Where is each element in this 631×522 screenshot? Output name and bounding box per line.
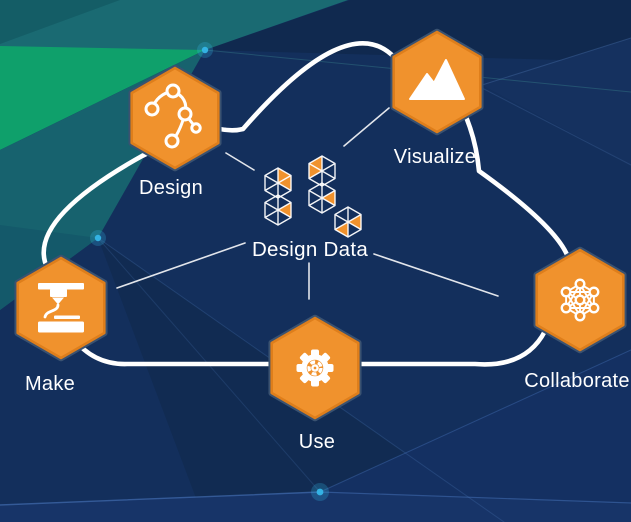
center-label: Design Data — [252, 238, 368, 261]
hub-connectors — [116, 107, 499, 300]
node-make — [18, 258, 105, 358]
background-bottom-band — [0, 492, 631, 522]
gear-icon — [296, 349, 334, 387]
logo-orange-faces — [278, 156, 361, 237]
node-use — [272, 318, 359, 418]
design-data-cubes-logo: Design Data — [252, 155, 368, 261]
facet-line — [319, 491, 631, 504]
node-collaborate — [537, 250, 624, 350]
teal-corner-facet — [0, 0, 120, 44]
green-triangle — [0, 46, 205, 150]
node-label-collaborate: Collaborate — [524, 370, 630, 392]
3d-printer-icon — [38, 283, 84, 333]
network-graph-icon — [560, 278, 600, 322]
background-facet — [320, 350, 631, 504]
node-label-make: Make — [25, 373, 75, 395]
facet-line — [319, 349, 631, 493]
node-visualize — [394, 32, 481, 132]
facet-line — [481, 37, 631, 86]
glow-dot — [90, 230, 106, 246]
background-facet — [205, 0, 631, 62]
facet-line — [0, 491, 321, 506]
bezier-nodes-icon — [144, 83, 202, 149]
node-label-visualize: Visualize — [394, 146, 476, 168]
connector-line-design — [225, 152, 255, 171]
connector-line-visualize — [343, 107, 390, 147]
node-design — [132, 68, 219, 168]
background-facet — [482, 38, 631, 165]
mountain-chart-icon — [409, 59, 465, 100]
connector-line-make — [116, 242, 246, 289]
connector-line-collaborate — [373, 253, 499, 297]
node-label-design: Design — [139, 177, 203, 199]
node-label-use: Use — [299, 431, 335, 453]
glow-dot — [197, 42, 213, 58]
facet-line — [481, 87, 631, 166]
glow-dot — [311, 483, 329, 501]
